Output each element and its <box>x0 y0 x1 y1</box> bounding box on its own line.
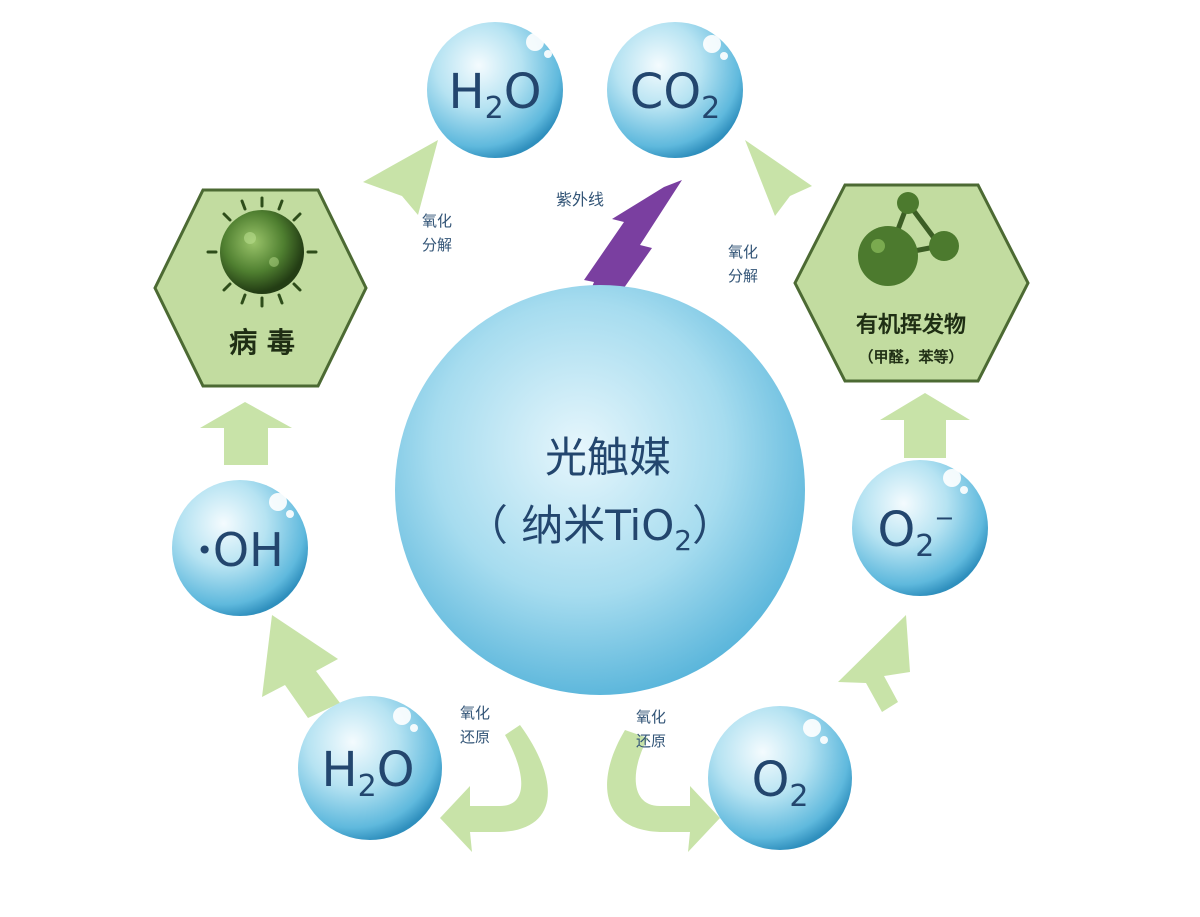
uv-label: 紫外线 <box>556 190 604 209</box>
bubble-co2-top: CO2 <box>607 22 743 158</box>
process-label-right-bottom: 氧化 还原 <box>636 708 666 750</box>
bubble-o2-bottom: O2 <box>708 706 852 850</box>
molecule-label: CO2 <box>630 64 720 126</box>
molecule-label: •OH <box>196 523 283 577</box>
arrow-h2o-to-oh <box>262 615 340 718</box>
arrow-o2minus-to-voc <box>880 393 970 458</box>
center-catalyst: 光触媒 （ 纳米TiO2） <box>395 285 805 695</box>
uv-ray: 紫外线 <box>556 180 682 345</box>
virus-icon <box>206 196 318 308</box>
catalyst-title: 光触媒 <box>545 433 671 482</box>
molecule-icon <box>858 192 959 286</box>
arrow-curve-bottom-right <box>607 730 720 852</box>
bubble-h2o-bottom: H2O <box>298 696 442 840</box>
hex-voc-sublabel: （甲醛，苯等） <box>858 348 963 366</box>
svg-text:还原: 还原 <box>460 728 490 746</box>
arrow-o2-to-o2minus <box>838 615 910 712</box>
lightning-bolt-icon <box>570 180 682 345</box>
svg-text:氧化: 氧化 <box>422 212 452 230</box>
svg-text:还原: 还原 <box>636 732 666 750</box>
svg-text:氧化: 氧化 <box>460 704 490 722</box>
process-label-right-top: 氧化 分解 <box>728 243 758 285</box>
catalyst-sphere <box>395 285 805 695</box>
hex-virus: 病 毒 <box>153 188 368 388</box>
hex-voc: 有机挥发物 （甲醛，苯等） <box>793 183 1030 383</box>
bubble-superoxide: O2− <box>852 460 988 596</box>
bubble-oh-radical: •OH <box>172 480 308 616</box>
arrow-virus-to-h2o <box>363 140 438 215</box>
svg-text:氧化: 氧化 <box>728 243 758 261</box>
process-label-left-top: 氧化 分解 <box>422 212 452 254</box>
molecule-label: O2 <box>752 752 809 814</box>
arrow-voc-to-co2 <box>745 140 812 216</box>
process-arrows <box>200 140 970 852</box>
hex-virus-label: 病 毒 <box>229 326 295 359</box>
svg-text:氧化: 氧化 <box>636 708 666 726</box>
svg-text:分解: 分解 <box>422 236 452 254</box>
molecule-label: O2− <box>878 502 955 564</box>
molecule-label: H2O <box>449 64 542 126</box>
svg-text:分解: 分解 <box>728 267 758 285</box>
catalyst-subtitle: （ 纳米TiO2） <box>466 501 734 557</box>
hex-voc-label: 有机挥发物 <box>856 312 966 338</box>
arrow-oh-to-virus <box>200 402 292 465</box>
molecule-label: H2O <box>322 742 415 804</box>
arrow-curve-bottom-left <box>440 725 548 852</box>
bubble-h2o-top: H2O <box>427 22 563 158</box>
process-label-left-bottom: 氧化 还原 <box>460 704 490 746</box>
